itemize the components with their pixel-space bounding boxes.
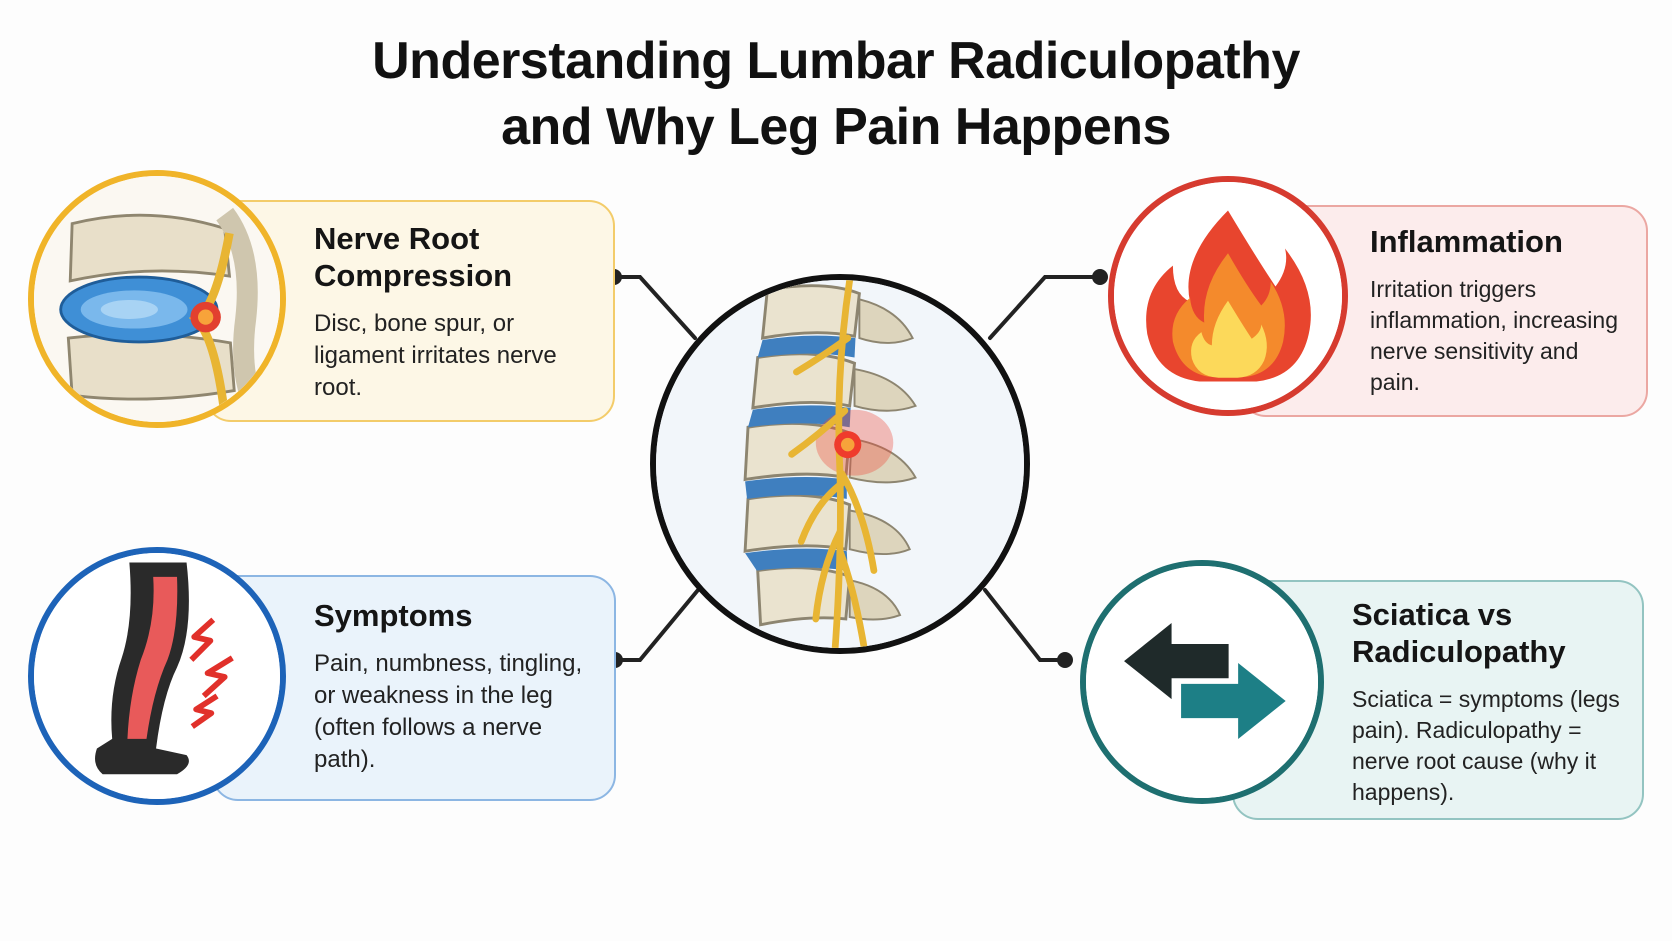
flame-icon (1114, 182, 1342, 410)
card-body: Disc, bone spur, or ligament irritates n… (314, 310, 557, 401)
sciatica-circle (1080, 560, 1324, 804)
title-line-2: and Why Leg Pain Happens (501, 98, 1171, 156)
card-nerve-root-compression: Nerve Root Compression Disc, bone spur, … (205, 200, 615, 422)
leg-pain-icon (34, 553, 280, 799)
card-heading: Sciatica vs Radiculopathy (1352, 597, 1566, 669)
compression-circle (28, 170, 286, 428)
card-heading: Symptoms (314, 598, 473, 633)
spine-disc-compression-icon (34, 176, 280, 422)
card-body: Irritation triggers inflammation, increa… (1370, 276, 1619, 395)
card-body: Sciatica = symptoms (legs pain). Radicul… (1352, 686, 1620, 805)
card-heading: Nerve Root Compression (314, 221, 513, 293)
opposing-arrows-icon (1086, 566, 1318, 798)
title-line-1: Understanding Lumbar Radiculopathy (372, 32, 1300, 90)
center-spine-circle (650, 274, 1030, 654)
page-title: Understanding Lumbar Radiculopathy and W… (0, 28, 1672, 160)
card-heading: Inflammation (1370, 224, 1563, 259)
lumbar-spine-icon (656, 280, 1024, 648)
inflammation-circle (1108, 176, 1348, 416)
card-body: Pain, numbness, tingling, or weakness in… (314, 650, 583, 773)
symptoms-circle (28, 547, 286, 805)
